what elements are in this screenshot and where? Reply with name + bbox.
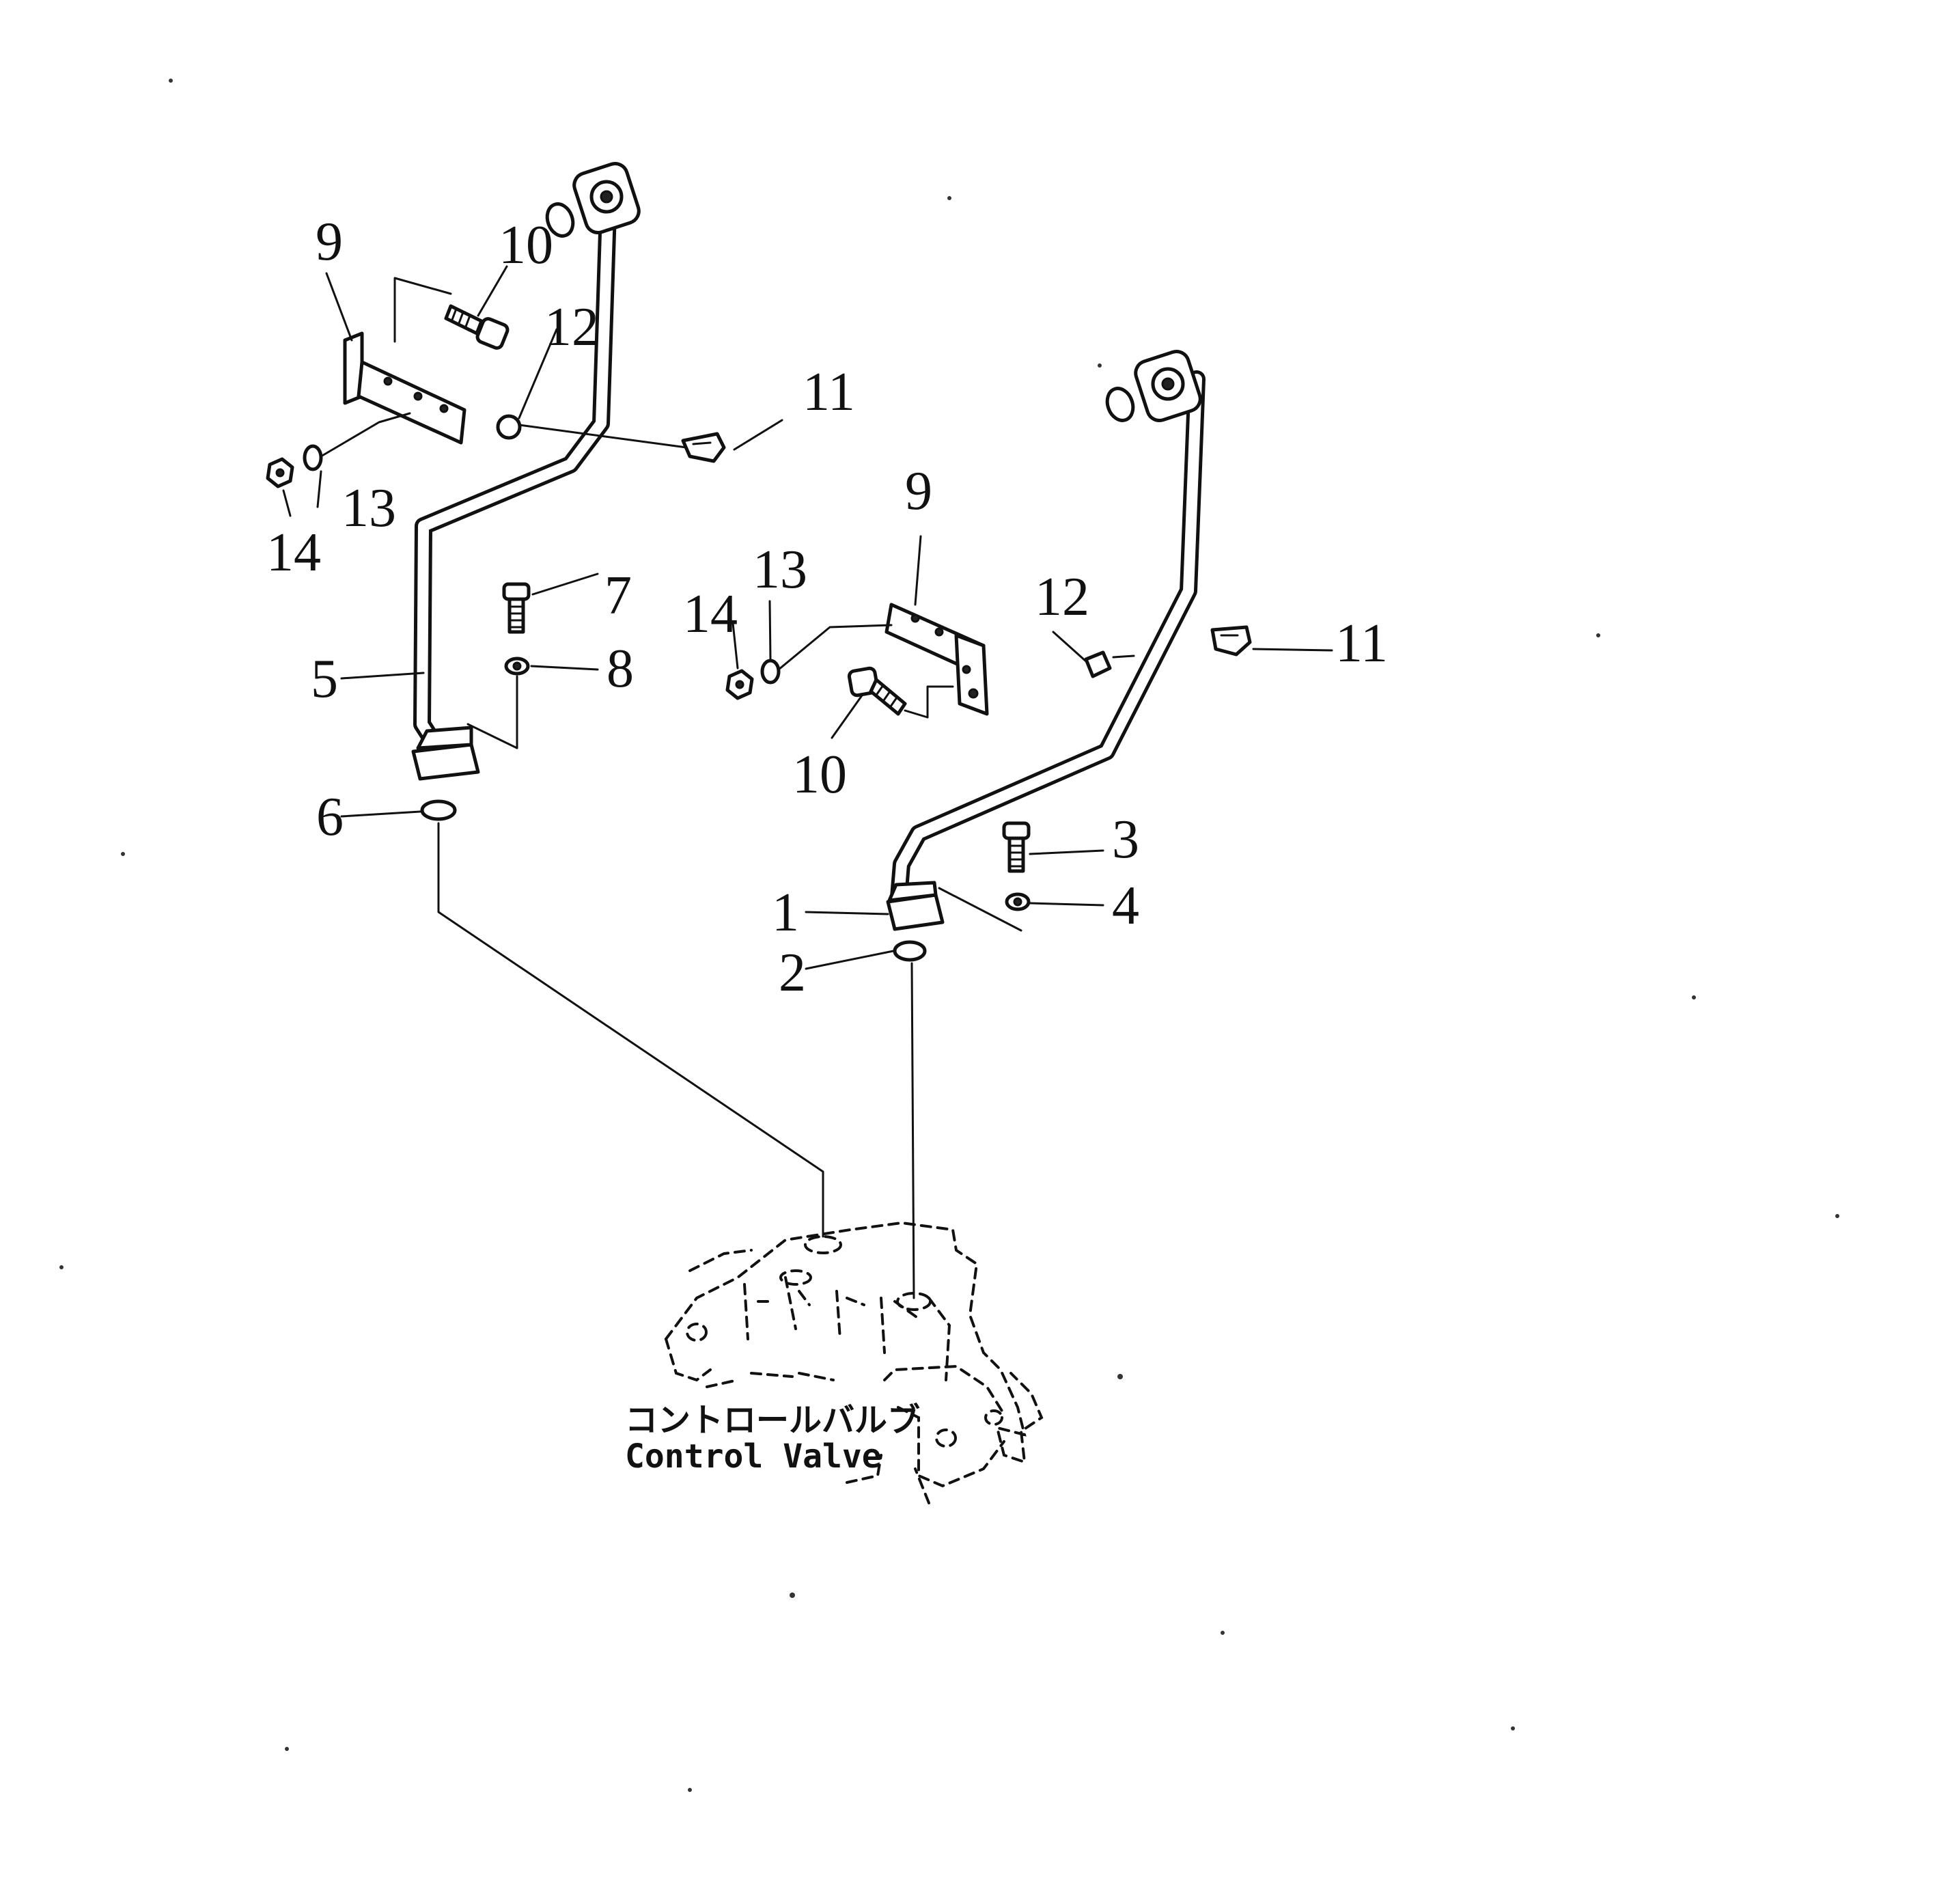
clamp-12-right (1084, 650, 1112, 678)
clip-11-left (681, 432, 726, 463)
nut-14-right (725, 669, 754, 700)
clamp-12-left (496, 414, 522, 440)
callout-9-left: 9 (316, 212, 343, 272)
callout-14-left: 14 (266, 523, 321, 583)
left-leaders (282, 265, 783, 818)
bracket-9-right (885, 603, 989, 716)
control-valve-label-en: Control Valve (625, 1437, 882, 1476)
callout-11-left: 11 (803, 362, 855, 422)
callout-9-right: 9 (905, 461, 932, 521)
bolt-7 (502, 582, 531, 634)
upper-flange-right (1134, 350, 1202, 422)
callout-1: 1 (772, 883, 799, 943)
nut-14-left (266, 457, 294, 488)
oring-6 (420, 799, 457, 821)
upper-flange-left (572, 162, 641, 234)
callout-5: 5 (311, 649, 338, 709)
pipe-1 (889, 370, 1206, 914)
lower-flange-left (411, 726, 480, 781)
right-callouts: 9 13 14 12 11 10 3 1 4 2 (683, 461, 1388, 1003)
callout-13-left: 13 (342, 478, 396, 538)
right-pipe-assembly (725, 350, 1252, 962)
callout-12-right: 12 (1035, 567, 1089, 627)
oring-top-right (1105, 387, 1135, 422)
clip-11-right (1210, 625, 1252, 657)
callout-13-right: 13 (753, 540, 807, 600)
control-valve-label-jp: コントロールバルブ (625, 1401, 920, 1439)
callout-8: 8 (607, 639, 634, 699)
washer-8 (504, 657, 530, 676)
callout-14-right: 14 (683, 584, 738, 644)
scan-noise (59, 79, 1839, 1792)
washer-4 (1005, 892, 1031, 911)
callout-4: 4 (1112, 876, 1139, 936)
control-valve (665, 1221, 1044, 1504)
callout-3: 3 (1112, 810, 1139, 870)
connection-lines (437, 822, 915, 1299)
oring-2 (893, 940, 927, 962)
callout-2: 2 (779, 943, 806, 1003)
callout-6: 6 (316, 787, 344, 847)
control-valve-label: コントロールバルブ Control Valve (625, 1401, 920, 1476)
bracket-9-left (343, 331, 466, 445)
bolt-10-right (847, 666, 907, 716)
oring-10-top-left (545, 202, 575, 238)
lower-flange-right (886, 881, 945, 931)
left-pipe-assembly (266, 162, 726, 821)
washer-13-left (303, 444, 323, 471)
bolt-10-left (444, 304, 510, 350)
bolt-3 (1002, 821, 1031, 873)
callout-7: 7 (604, 566, 632, 626)
left-callouts: 9 10 12 11 13 14 7 5 8 6 (266, 212, 855, 847)
callout-10-right: 10 (792, 745, 847, 805)
washer-13-right (760, 659, 781, 685)
right-leaders (732, 535, 1333, 970)
callout-11-right: 11 (1335, 613, 1388, 674)
callout-10-left: 10 (499, 215, 553, 275)
callout-12-left: 12 (544, 297, 599, 357)
